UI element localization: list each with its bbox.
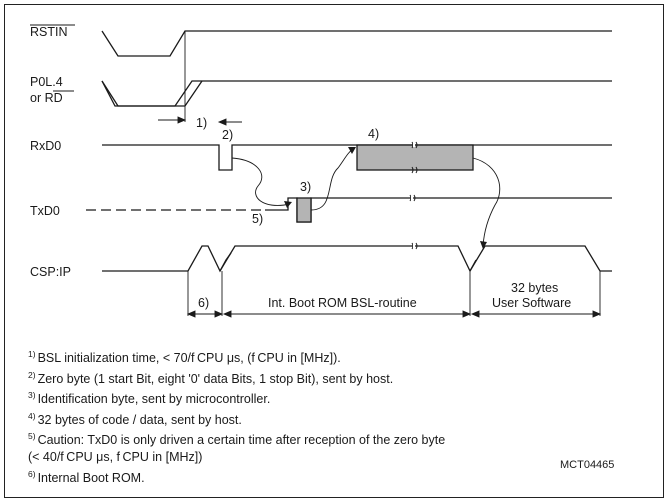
figure-code: MCT04465	[560, 459, 615, 471]
signal-rstin: RSTIN	[30, 25, 68, 39]
p0l4-waveform-b	[101, 80, 203, 107]
footnote-3: 3)Identification byte, sent by microcont…	[28, 390, 271, 407]
marker-1: 1)	[196, 116, 207, 130]
user-sw-line1: 32 bytes	[511, 281, 558, 295]
txd0-waveform	[265, 197, 612, 223]
marker-5: 5)	[252, 212, 263, 226]
signal-rd: or RD	[30, 91, 63, 105]
byte-3-box	[296, 197, 312, 223]
marker-6: 6)	[198, 296, 209, 310]
p0l4-waveform-a	[101, 80, 612, 107]
marker-2: 2)	[222, 128, 233, 142]
cspip-waveform	[102, 245, 612, 273]
footnote-5: 5)Caution: TxD0 is only driven a certain…	[28, 431, 446, 464]
cspip-waveform-b	[219, 252, 232, 272]
marker-4: 4)	[368, 127, 379, 141]
rstin-waveform	[101, 30, 612, 57]
boot-rom-span-label: Int. Boot ROM BSL-routine	[268, 296, 417, 310]
footnote-4: 4)32 bytes of code / data, sent by host.	[28, 410, 242, 427]
footnote-6: 6)Internal Boot ROM.	[28, 468, 145, 485]
signal-p0l4: P0L.4	[30, 75, 63, 89]
footnote-1: 1)BSL initialization time, < 70/f CPU μs…	[28, 349, 341, 365]
handshake-curve-4-user	[472, 157, 501, 247]
byte-4-box	[356, 144, 474, 171]
footnotes: 1)BSL initialization time, < 70/f CPU μs…	[28, 346, 658, 486]
signal-cspip: CSP:IP	[30, 265, 71, 279]
figure-frame	[4, 4, 664, 498]
handshake-curve-2-5	[231, 157, 291, 206]
handshake-curve-3-4	[310, 147, 355, 211]
marker-3: 3)	[300, 180, 311, 194]
signal-rxd0: RxD0	[30, 139, 61, 153]
signal-txd0: TxD0	[30, 204, 60, 218]
footnote-2: 2)Zero byte (1 start Bit, eight '0' data…	[28, 369, 394, 386]
rxd0-waveform	[102, 144, 612, 171]
user-sw-line2: User Software	[492, 296, 571, 310]
